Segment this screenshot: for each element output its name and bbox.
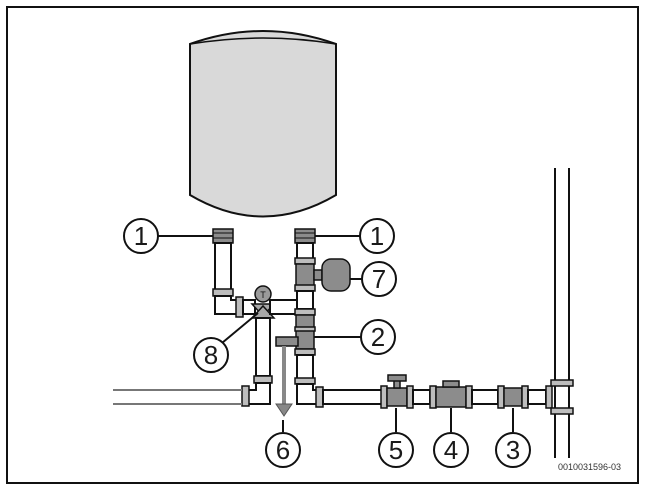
callout-1-right: 1 (359, 218, 395, 254)
vertical-supply-pipe (550, 168, 574, 458)
cold-feed-line (322, 374, 553, 409)
drain-outlet (275, 336, 299, 347)
callout-8-label: 8 (204, 340, 218, 370)
callout-4: 4 (433, 432, 469, 468)
callout-6: 6 (265, 432, 301, 468)
expansion-vessel (313, 258, 351, 292)
diagram-frame (6, 6, 639, 484)
thermometer-symbol: T (260, 290, 266, 300)
callout-6-label: 6 (276, 435, 290, 465)
mixing-valve: T (241, 285, 276, 407)
thermometer-icon (254, 285, 272, 303)
callout-5-label: 5 (389, 435, 403, 465)
left-connection-pipe (212, 228, 244, 318)
water-heater-tank (189, 30, 337, 218)
callout-1-left: 1 (123, 218, 159, 254)
callout-2: 2 (360, 319, 396, 355)
callout-2-label: 2 (371, 322, 385, 352)
callout-3-label: 3 (506, 435, 520, 465)
mixer-right-pipe (269, 299, 298, 315)
mixer-left-pipe (242, 299, 256, 315)
callout-1-left-label: 1 (134, 221, 148, 251)
drain-arrow (275, 346, 293, 417)
safety-valve-group (275, 308, 324, 408)
callout-1-right-label: 1 (370, 221, 384, 251)
callout-4-label: 4 (444, 435, 458, 465)
cold-water-inlet-line (113, 389, 242, 405)
callout-3: 3 (495, 432, 531, 468)
valve-handle (387, 374, 407, 382)
callout-7: 7 (361, 261, 397, 297)
callout-8: 8 (193, 337, 229, 373)
reference-code: 0010031596-03 (558, 462, 621, 472)
right-connection-pipe (294, 228, 316, 310)
leader-lines (158, 235, 514, 432)
callout-5: 5 (378, 432, 414, 468)
callout-7-label: 7 (372, 264, 386, 294)
